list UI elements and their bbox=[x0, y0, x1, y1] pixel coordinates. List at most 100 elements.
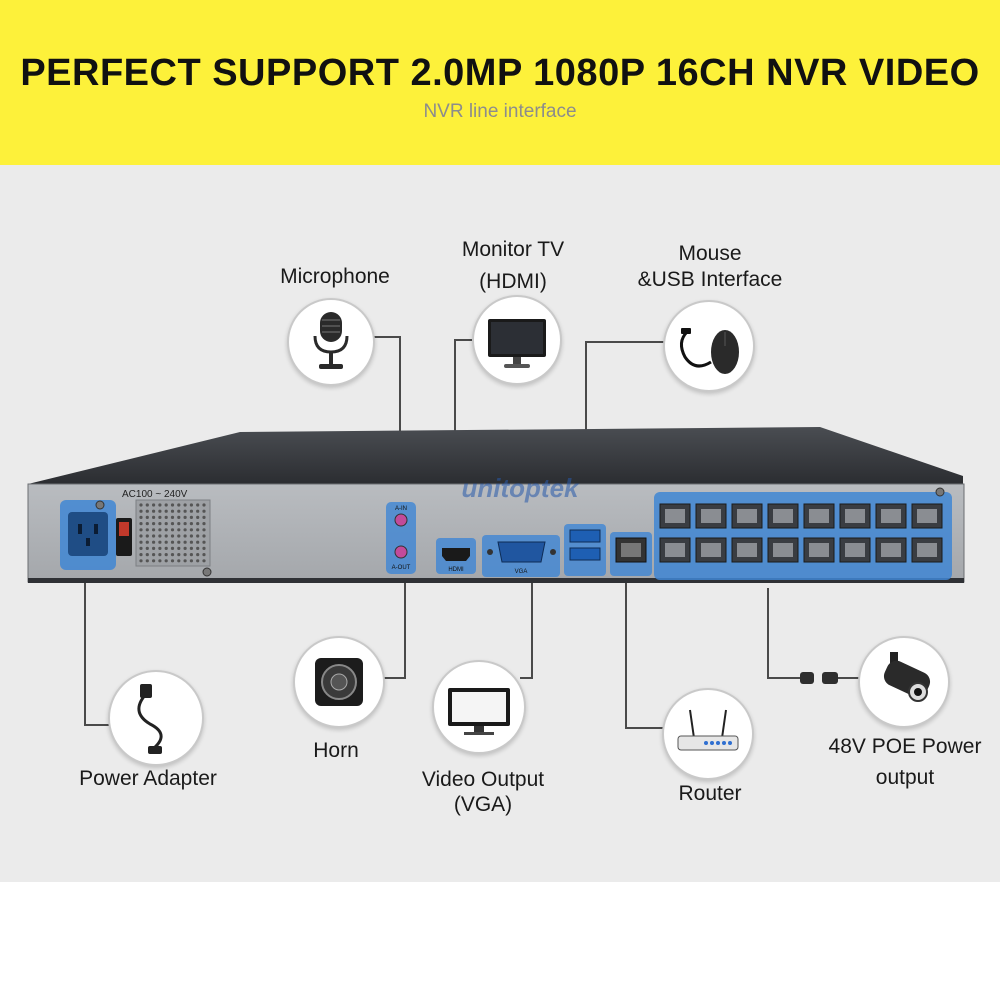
vent-hole bbox=[164, 528, 168, 532]
monitor-label-line2: (HDMI) bbox=[479, 270, 547, 293]
banner-subtitle: NVR line interface bbox=[423, 101, 577, 122]
vent-hole bbox=[164, 522, 168, 526]
vent-hole bbox=[189, 534, 193, 538]
vent-hole bbox=[189, 540, 193, 544]
camera-icon bbox=[883, 652, 931, 702]
poe-label-line2: output bbox=[875, 766, 935, 789]
vent-hole bbox=[177, 553, 181, 557]
vent-hole bbox=[158, 546, 162, 551]
vent-hole bbox=[183, 553, 187, 557]
vent-hole bbox=[202, 534, 206, 538]
poe-port-socket bbox=[701, 509, 721, 523]
vent-hole bbox=[196, 528, 200, 532]
vent-hole bbox=[177, 540, 181, 544]
vent-hole bbox=[145, 540, 149, 544]
vent-hole bbox=[177, 522, 181, 526]
vent-hole bbox=[158, 553, 162, 557]
poe-port-socket bbox=[737, 543, 757, 557]
monitor-icon bbox=[488, 319, 546, 368]
vent-hole bbox=[139, 503, 143, 507]
router-callout bbox=[662, 688, 754, 780]
vent-hole bbox=[164, 509, 168, 513]
brand-watermark: unitoptek bbox=[462, 473, 581, 503]
vent-hole bbox=[196, 522, 200, 526]
vent-hole bbox=[170, 509, 175, 513]
vent-hole bbox=[170, 503, 175, 507]
poe-port-socket bbox=[773, 509, 793, 523]
audio-highlight bbox=[386, 502, 416, 574]
vent-hole bbox=[177, 515, 181, 520]
vent-hole bbox=[152, 553, 156, 557]
vent-hole bbox=[189, 522, 193, 526]
power-callout bbox=[108, 670, 204, 766]
vent-hole bbox=[164, 553, 168, 557]
vent-hole bbox=[139, 522, 143, 526]
poe-line bbox=[767, 588, 800, 679]
vent-hole bbox=[152, 559, 156, 563]
horn-line bbox=[382, 580, 406, 679]
vent-hole bbox=[152, 528, 156, 532]
vent-hole bbox=[152, 503, 156, 507]
mouse-callout bbox=[663, 300, 755, 392]
audio-in-jack bbox=[394, 513, 408, 527]
vent-hole bbox=[139, 534, 143, 538]
vga-label-line2: (VGA) bbox=[453, 793, 513, 816]
vga-line bbox=[520, 578, 533, 679]
vent-hole bbox=[164, 503, 168, 507]
power-label: Power Adapter bbox=[79, 767, 217, 790]
vent-hole bbox=[196, 546, 200, 551]
poe-port-socket bbox=[845, 543, 865, 557]
poe-port-socket bbox=[809, 509, 829, 523]
usb-port-1 bbox=[569, 529, 601, 543]
speaker-icon bbox=[315, 658, 363, 706]
vent-hole bbox=[139, 546, 143, 551]
power-cable-icon bbox=[137, 684, 163, 754]
vent-hole bbox=[164, 534, 168, 538]
vent-hole bbox=[145, 503, 149, 507]
audio-out-jack bbox=[394, 545, 408, 559]
poe-port-socket bbox=[917, 509, 937, 523]
vent-hole bbox=[189, 503, 193, 507]
vent-hole bbox=[196, 540, 200, 544]
hdmi-port bbox=[442, 548, 470, 561]
vent-hole bbox=[189, 528, 193, 532]
power-rating: AC100 ~ 240V bbox=[122, 489, 188, 500]
vent-hole bbox=[139, 553, 143, 557]
vent-hole bbox=[189, 546, 193, 551]
vent-hole bbox=[196, 553, 200, 557]
poe-port-socket bbox=[665, 509, 685, 523]
vent-hole bbox=[183, 534, 187, 538]
vent-hole bbox=[170, 528, 175, 532]
vent-hole bbox=[177, 534, 181, 538]
vent-hole bbox=[183, 546, 187, 551]
vent-hole bbox=[139, 515, 143, 520]
microphone-label: Microphone bbox=[280, 265, 390, 288]
banner-title: PERFECT SUPPORT 2.0MP 1080P 16CH NVR VID… bbox=[20, 52, 980, 94]
vent-hole bbox=[158, 528, 162, 532]
vent-hole bbox=[158, 522, 162, 526]
vent-hole bbox=[145, 553, 149, 557]
mouse-label-line1: Mouse bbox=[678, 242, 742, 265]
poe-port-socket bbox=[809, 543, 829, 557]
audio-in-label: A-IN bbox=[395, 506, 407, 512]
vent-hole bbox=[202, 522, 206, 526]
monitor-callout bbox=[472, 295, 562, 385]
vent-hole bbox=[196, 534, 200, 538]
vent-hole bbox=[202, 553, 206, 557]
vent-hole bbox=[145, 546, 149, 551]
vent-hole bbox=[183, 528, 187, 532]
vent-hole bbox=[152, 540, 156, 544]
poe-port-socket bbox=[737, 509, 757, 523]
vent-hole bbox=[202, 528, 206, 532]
poe-coupler bbox=[800, 672, 838, 684]
microphone-callout bbox=[287, 298, 375, 386]
vent-hole bbox=[170, 534, 175, 538]
vent-hole bbox=[202, 546, 206, 551]
monitor-label-line1: Monitor TV bbox=[461, 238, 565, 261]
vent-hole bbox=[183, 522, 187, 526]
vent-hole bbox=[158, 509, 162, 513]
audio-out-label: A-OUT bbox=[392, 565, 411, 571]
vga-callout bbox=[432, 660, 526, 754]
vent-hole bbox=[152, 534, 156, 538]
vent-hole bbox=[145, 522, 149, 526]
